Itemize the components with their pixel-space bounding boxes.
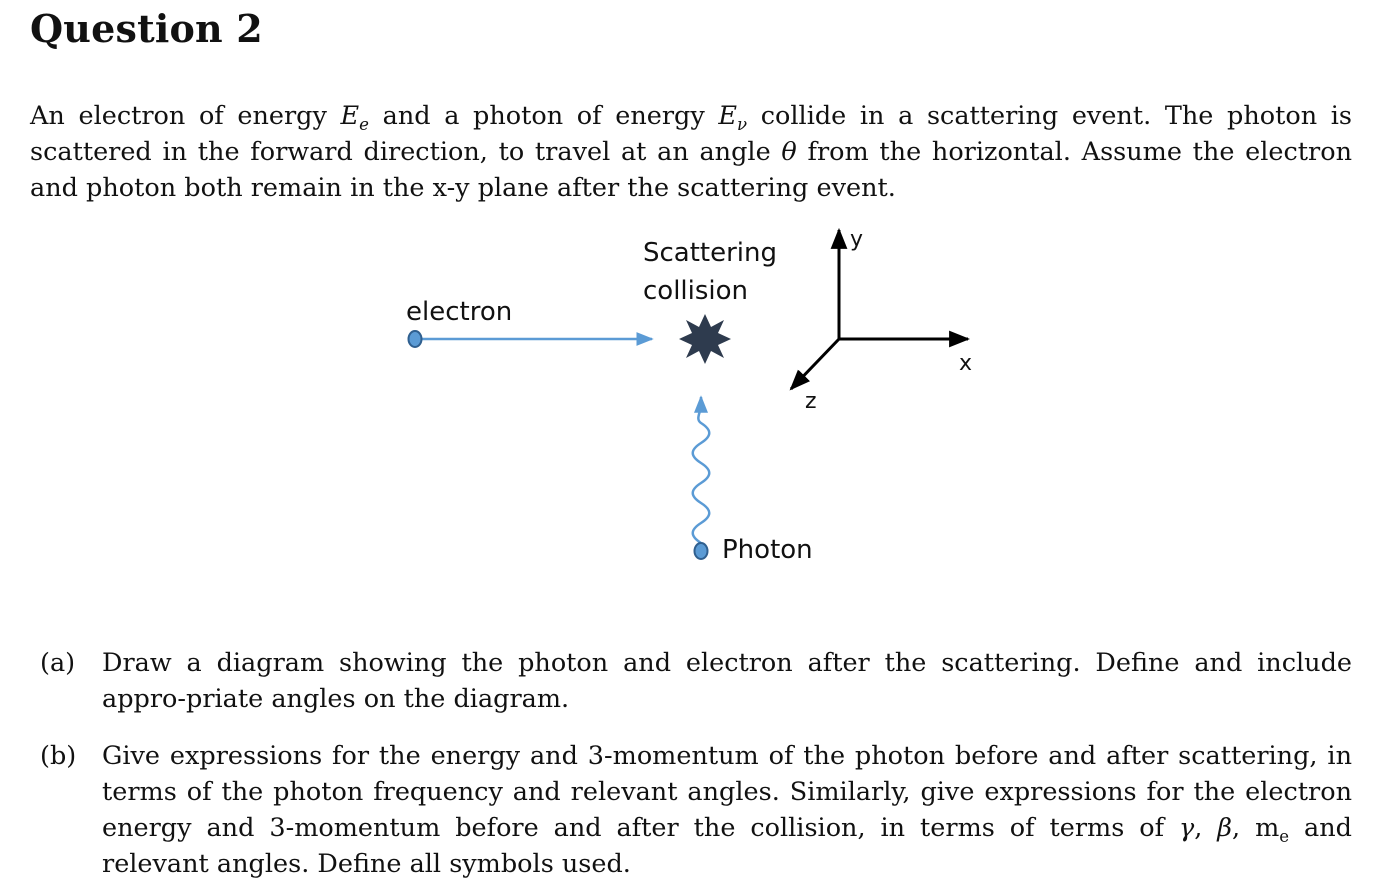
collision-label-line1: Scattering — [643, 238, 777, 268]
symbol-photon-energy: Eν — [718, 101, 748, 134]
collision-label-line2: collision — [643, 276, 748, 306]
intro-text-2: and a photon of energy — [368, 101, 719, 131]
symbol-electron-energy: Ee — [340, 101, 369, 134]
collision-star-icon — [679, 314, 731, 364]
electron-label: electron — [406, 297, 512, 327]
y-axis-label: y — [850, 227, 863, 252]
symbol-theta: θ — [781, 137, 797, 167]
symbol-gamma: γ — [1178, 813, 1195, 843]
part-b: (b) Give expressions for the energy and … — [30, 738, 1352, 882]
question-title: Question 2 — [30, 6, 263, 51]
electron-dot — [407, 330, 423, 348]
part-a-tag: (a) — [40, 648, 76, 678]
photon-dot — [693, 542, 709, 560]
part-a-text: Draw a diagram showing the photon and el… — [102, 648, 1352, 714]
intro-text-4: from the horizontal. Assume the electron… — [30, 137, 1352, 203]
photon-wave — [691, 404, 711, 545]
intro-text-3: collide in a scattering event. The photo… — [30, 101, 1352, 167]
part-b-tag: (b) — [40, 741, 77, 771]
intro-text-1: An electron of energy — [30, 101, 341, 131]
symbol-me-subscript: e — [1279, 826, 1290, 846]
x-axis-label: x — [959, 351, 972, 376]
part-b-text: Give expressions for the energy and 3-mo… — [102, 741, 1352, 879]
z-axis — [789, 337, 841, 391]
symbol-beta: β — [1217, 813, 1233, 843]
part-a: (a) Draw a diagram showing the photon an… — [30, 645, 1352, 717]
z-axis-label: z — [805, 389, 817, 414]
photon-label: Photon — [722, 535, 813, 565]
intro-paragraph: An electron of energy Ee and a photon of… — [30, 98, 1352, 206]
